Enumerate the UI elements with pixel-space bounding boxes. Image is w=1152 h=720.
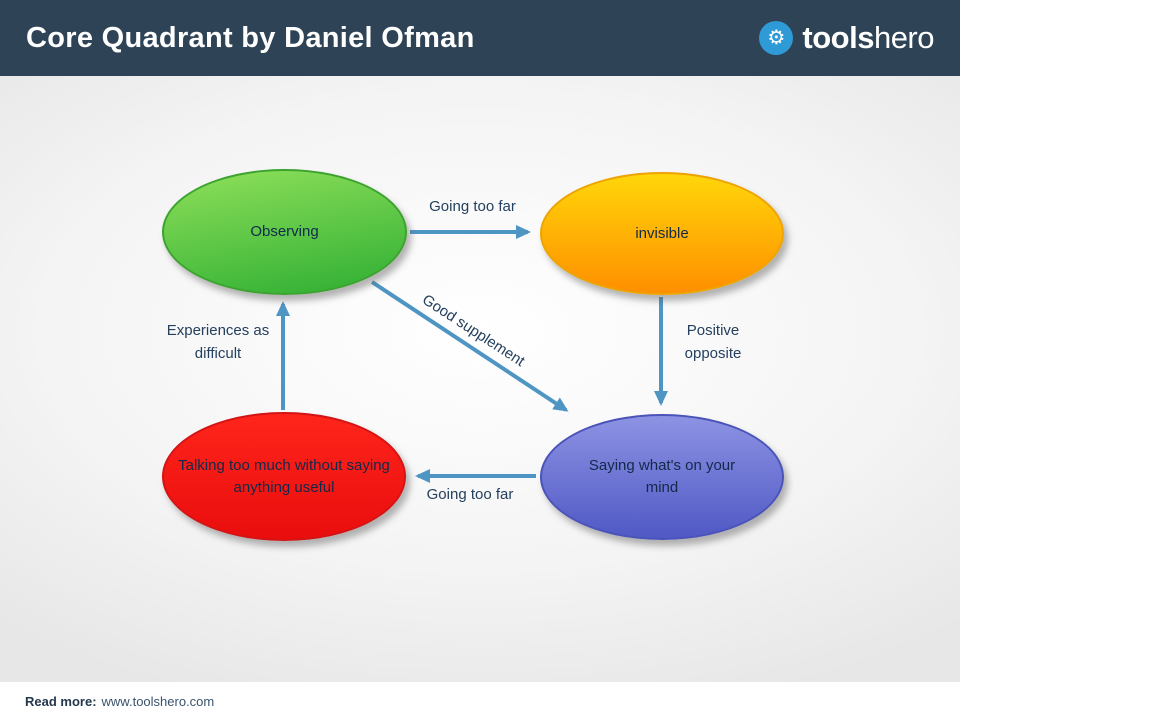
- node-talking-too-much: Talking too much without saying anything…: [162, 412, 406, 541]
- node-saying-whats-on-your-mind: Saying what's on your mind: [540, 414, 784, 540]
- node-observing: Observing: [162, 169, 407, 295]
- node-invisible-label: invisible: [635, 224, 689, 242]
- toolshero-logo-text: toolshero: [802, 20, 934, 56]
- edge-label-experiences-as-difficult: Experiences as difficult: [166, 322, 270, 362]
- gear-icon: ⚙: [759, 21, 794, 55]
- arrow-observing-to-saying: [370, 280, 569, 412]
- toolshero-logo: ⚙ toolshero: [759, 20, 935, 56]
- edge-label-positive-opposite: Positive opposite: [684, 322, 742, 362]
- header: Core Quadrant by Daniel Ofman ⚙ toolsher…: [0, 0, 960, 76]
- diagram-canvas: Observing invisible Talking too much wit…: [0, 76, 960, 682]
- read-more-label: Read more:: [25, 693, 97, 709]
- logo-text-light: hero: [873, 20, 935, 55]
- edge-label-going-too-far-top: Going too far: [429, 198, 516, 215]
- footer: Read more: www.toolshero.com: [0, 682, 960, 720]
- edge-label-going-too-far-bottom: Going too far: [426, 486, 514, 503]
- diagram-arrows: [276, 225, 668, 483]
- node-observing-label: Observing: [250, 223, 319, 241]
- toolshero-url[interactable]: www.toolshero.com: [101, 693, 215, 709]
- node-talking-too-much-label: Talking too much without saying anything…: [178, 456, 390, 496]
- node-saying-whats-on-your-mind-label: Saying what's on your mind: [588, 457, 736, 496]
- logo-text-bold: tools: [802, 20, 874, 55]
- infographic: Core Quadrant by Daniel Ofman ⚙ toolsher…: [0, 0, 960, 720]
- node-invisible: invisible: [540, 172, 784, 295]
- page-title: Core Quadrant by Daniel Ofman: [26, 21, 475, 54]
